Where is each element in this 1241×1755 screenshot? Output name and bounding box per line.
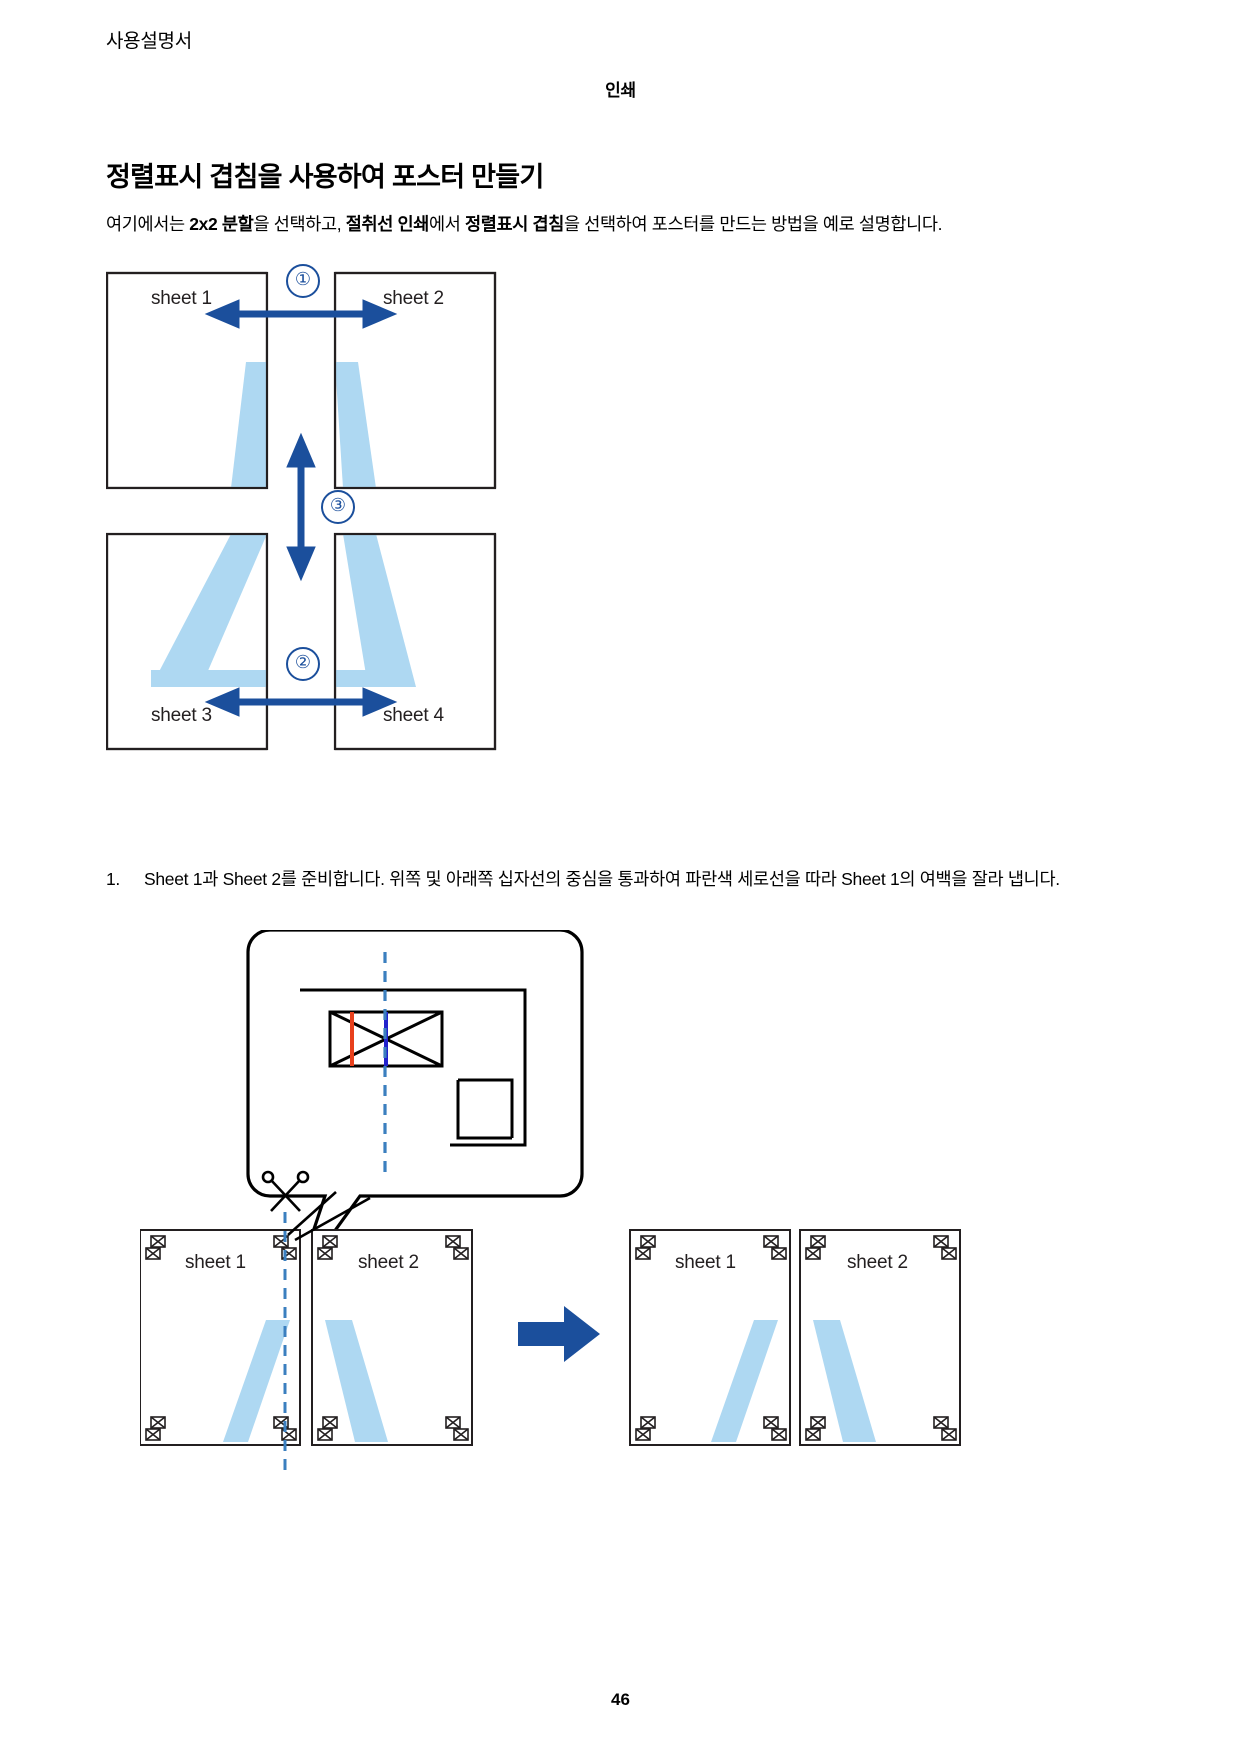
section-title: 인쇄 [605, 81, 636, 100]
figure2-graphic [139, 928, 961, 1475]
page-number: 46 [611, 1690, 630, 1709]
figure2-right-sheet-1-label: sheet 1 [675, 1252, 736, 1273]
step-1-number: 1. [106, 869, 120, 889]
figure2-right-sheet-2-label: sheet 2 [847, 1252, 908, 1273]
figure1-marker-1: ① [286, 264, 320, 298]
scissors-icon [261, 1170, 310, 1212]
intro-part2: 을 선택하고, [253, 214, 346, 234]
figure2-left-sheet-2-label: sheet 2 [358, 1252, 419, 1273]
figure-cut-sheet: sheet 1 sheet 2 sheet 1 sheet 2 [139, 928, 1100, 1530]
intro-bold3: 정렬표시 겹침 [465, 214, 565, 234]
page-title: 정렬표시 겹침을 사용하여 포스터 만들기 [106, 162, 544, 192]
figure1-sheet-1-label: sheet 1 [151, 288, 212, 309]
intro-bold1: 2x2 분할 [189, 214, 254, 234]
figure1-sheet-4-label: sheet 4 [383, 705, 444, 726]
step-1: 1. Sheet 1과 Sheet 2를 준비합니다. 위쪽 및 아래쪽 십자선… [106, 866, 1141, 893]
figure-poster-layout: sheet 1 sheet 2 sheet 3 sheet 4 ① ③ ② [105, 262, 556, 762]
figure1-marker-3: ③ [321, 490, 355, 524]
figure1-marker-2: ② [286, 647, 320, 681]
figure1-sheet-3-label: sheet 3 [151, 705, 212, 726]
intro-bold2: 절취선 인쇄 [345, 214, 430, 234]
intro-part1: 여기에서는 [106, 214, 190, 234]
intro-part4: 을 선택하여 포스터를 만드는 방법을 예로 설명합니다. [564, 214, 943, 234]
intro-part3: 에서 [429, 214, 466, 234]
figure2-left-sheet-1-label: sheet 1 [185, 1252, 246, 1273]
figure1-graphic [105, 262, 556, 762]
figure1-sheet-2-label: sheet 2 [383, 288, 444, 309]
intro-paragraph: 여기에서는 2x2 분할을 선택하고, 절취선 인쇄에서 정렬표시 겹침을 선택… [106, 211, 1136, 237]
manual-title: 사용설명서 [106, 31, 192, 52]
right-arrow-icon [518, 1306, 600, 1362]
step-1-text: Sheet 1과 Sheet 2를 준비합니다. 위쪽 및 아래쪽 십자선의 중… [144, 869, 1060, 889]
